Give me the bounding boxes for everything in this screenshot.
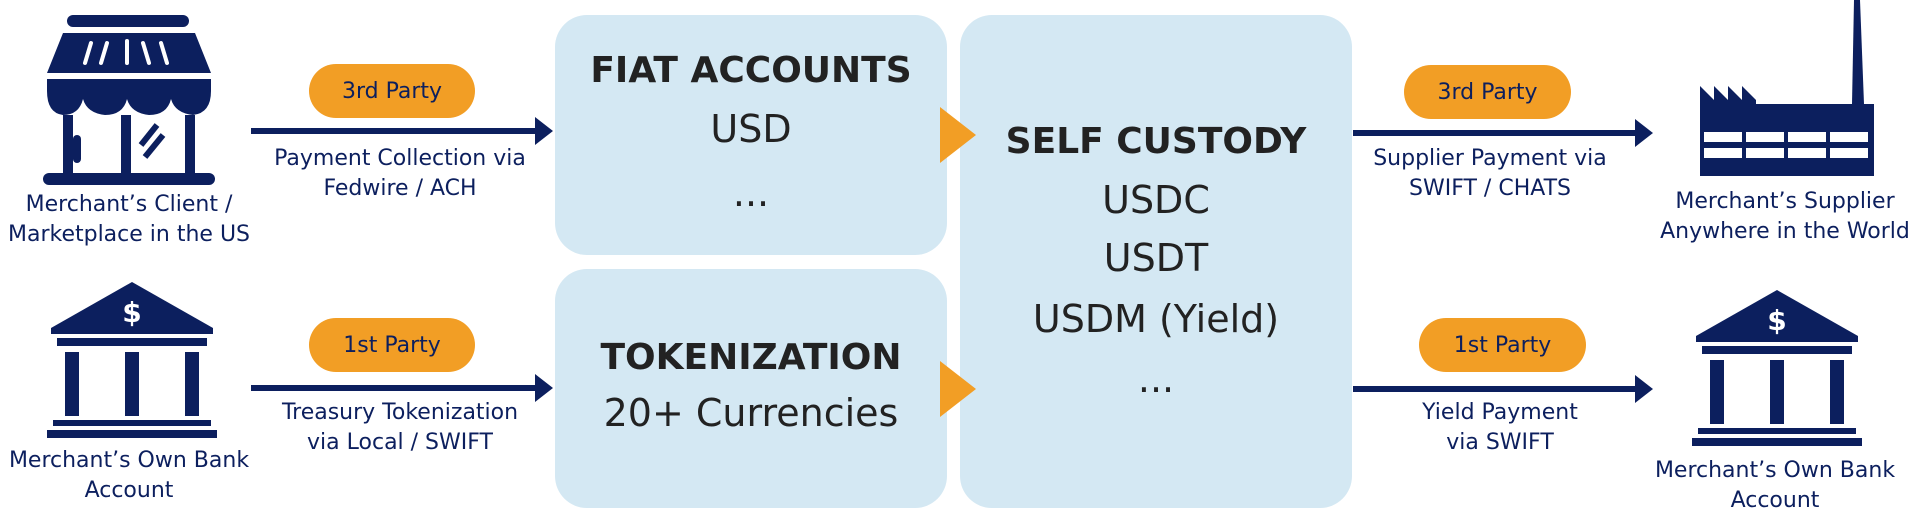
label-line: Supplier Payment via [1373,146,1607,171]
tokenization-box: TOKENIZATION 20+ Currencies [555,269,947,508]
label-line: Merchant’s Own Bank [8,448,250,473]
payment-collection-label: Payment Collection via Fedwire / ACH [240,144,560,204]
arrow-right [251,117,553,145]
box-item: USDM (Yield) [1032,297,1280,341]
yield-payment-label: Yield Payment via SWIFT [1350,398,1650,458]
label-line: Yield Payment [1422,400,1578,425]
label-line: Merchant’s Client / [25,192,233,217]
label-line: Treasury Tokenization [281,400,519,425]
arrow-right [1353,375,1653,403]
label-line: Merchant’s Supplier [1675,189,1895,214]
box-item: USDT [1103,236,1209,280]
fiat-accounts-box: FIAT ACCOUNTS USD ... [555,15,947,255]
svg-text:$: $ [1767,304,1786,337]
first-party-pill: 1st Party [309,318,475,372]
third-party-pill: 3rd Party [1404,65,1571,119]
label-line: Anywhere in the World [1660,219,1910,244]
merchant-client-label: Merchant’s Client / Marketplace in the U… [0,190,258,250]
bank-icon: $ [1692,290,1862,446]
label-line: Account [84,478,174,503]
own-bank-label-right: Merchant’s Own Bank Account [1640,456,1910,516]
bank-icon: $ [47,282,217,438]
arrow-right [251,374,553,402]
label-line: Fedwire / ACH [323,176,477,201]
label-line: Account [1730,488,1820,513]
self-custody-box: SELF CUSTODY USDC USDT USDM (Yield) ... [960,15,1352,508]
box-item: USDC [1102,178,1210,222]
supplier-payment-label: Supplier Payment via SWIFT / CHATS [1340,144,1640,204]
factory-icon [1700,0,1874,176]
box-title: FIAT ACCOUNTS [590,50,912,91]
merchant-supplier-label: Merchant’s Supplier Anywhere in the Worl… [1650,187,1920,247]
first-party-pill: 1st Party [1419,318,1586,372]
label-line: via SWIFT [1446,430,1554,455]
box-item: ... [1137,357,1175,401]
box-title: SELF CUSTODY [1005,121,1307,162]
third-party-pill: 3rd Party [309,64,475,118]
label-line: via Local / SWIFT [307,430,493,455]
label-line: Payment Collection via [274,146,526,171]
label-line: SWIFT / CHATS [1409,176,1571,201]
box-item: USD [710,107,792,151]
box-item: 20+ Currencies [603,391,899,435]
store-icon [43,15,215,185]
own-bank-label-left: Merchant’s Own Bank Account [0,446,258,506]
orange-arrowhead [940,107,976,163]
arrow-right [1353,119,1653,147]
orange-arrowhead [940,361,976,417]
svg-text:$: $ [122,296,141,329]
box-item: ... [732,171,770,215]
box-title: TOKENIZATION [600,337,902,378]
label-line: Marketplace in the US [7,222,251,247]
treasury-tokenization-label: Treasury Tokenization via Local / SWIFT [240,398,560,458]
label-line: Merchant’s Own Bank [1654,458,1896,483]
